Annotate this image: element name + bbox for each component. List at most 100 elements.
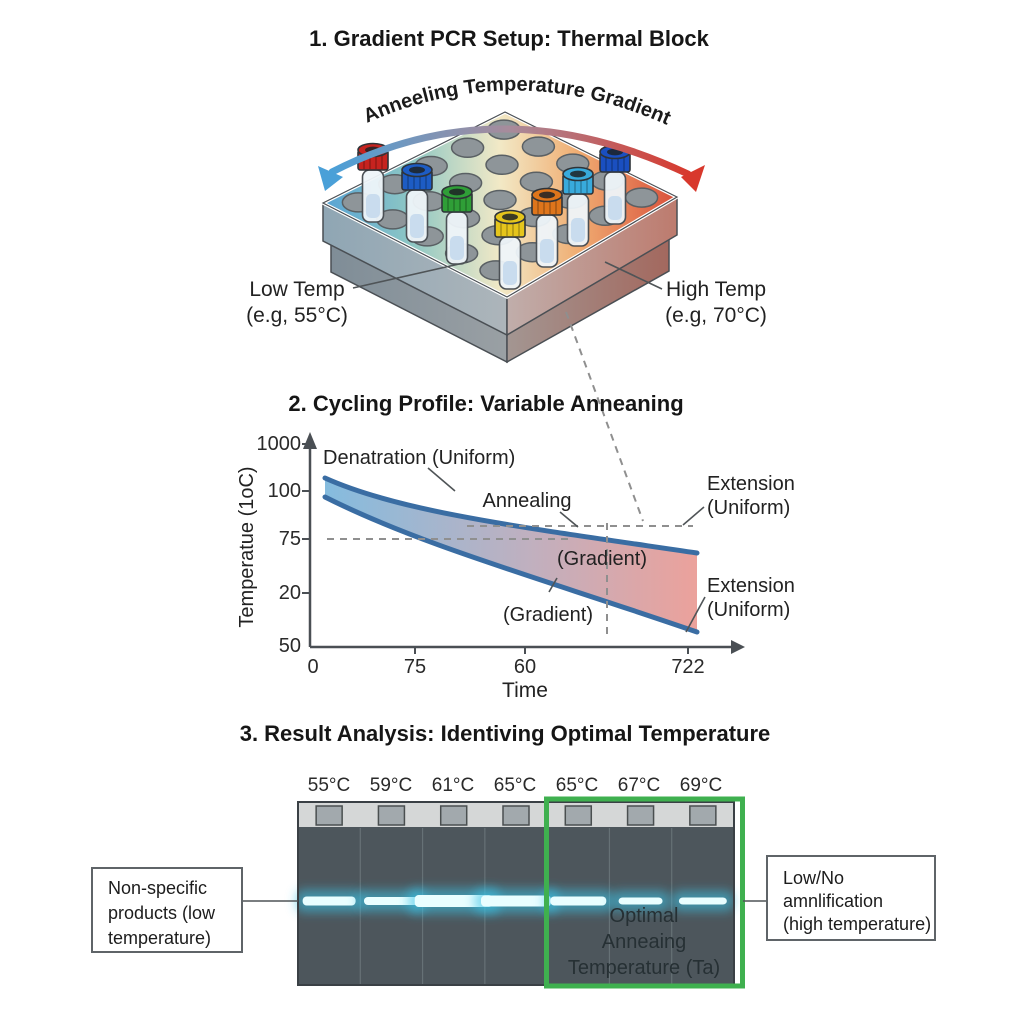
left-callout-box bbox=[91, 867, 243, 953]
annotation-leader-lines bbox=[427, 467, 706, 633]
sample-tube bbox=[494, 209, 526, 290]
gel-border bbox=[297, 801, 735, 986]
extension-bottom-label-line2: (Uniform) bbox=[707, 599, 790, 621]
lane-label-4: 65°C bbox=[494, 775, 536, 796]
gel-band bbox=[302, 896, 356, 906]
high-temp-leader-line bbox=[604, 261, 663, 290]
sample-tube bbox=[357, 142, 389, 223]
gel-band bbox=[550, 896, 607, 906]
tube-cap-opening bbox=[539, 191, 555, 199]
gel-lanes bbox=[295, 805, 734, 984]
block-to-chart-dashed-connector bbox=[565, 311, 644, 522]
right-callout-box bbox=[766, 855, 936, 941]
lane-label-1: 55°C bbox=[308, 775, 350, 796]
y-tick-75: 75 bbox=[279, 528, 301, 550]
left-callout: Non-specific products (low temperature) bbox=[91, 867, 298, 953]
arc-arrowhead-right bbox=[681, 165, 705, 192]
block-well-hole bbox=[624, 187, 659, 208]
right-callout: Low/No amnlification (high temperature) bbox=[743, 855, 936, 941]
gel-well bbox=[439, 805, 468, 826]
right-callout-line2: amnlification bbox=[783, 891, 883, 911]
annealing-label: Annealing bbox=[483, 490, 572, 512]
sample-tube bbox=[562, 166, 594, 247]
axis-tick-marks bbox=[302, 443, 689, 654]
gradient-arc-arrow bbox=[318, 125, 705, 192]
x-axis-arrowhead bbox=[731, 640, 745, 654]
cycling-profile-chart: 1000 100 75 20 50 0 75 60 722 Time Tempe… bbox=[236, 432, 795, 702]
tube-cap-opening bbox=[409, 166, 425, 174]
y-axis-arrowhead bbox=[303, 432, 317, 449]
y-tick-1000: 1000 bbox=[257, 433, 302, 455]
sample-tube bbox=[441, 184, 473, 265]
gel-well bbox=[315, 805, 343, 826]
temperature-band-area bbox=[325, 478, 697, 632]
left-callout-line2: products (low bbox=[108, 903, 216, 923]
lane-label-5: 65°C bbox=[556, 775, 598, 796]
arc-arrow-body bbox=[328, 125, 692, 178]
extension-top-label-line2: (Uniform) bbox=[707, 497, 790, 519]
sample-tube bbox=[531, 187, 563, 268]
low-temp-label-line2: (e.g, 55°C) bbox=[246, 304, 348, 327]
optimal-label-line1: Optimal bbox=[610, 905, 679, 927]
left-callout-line1: Non-specific bbox=[108, 878, 207, 898]
lower-temperature-curve bbox=[322, 494, 700, 635]
tube-liquid bbox=[571, 218, 585, 242]
sample-tube bbox=[599, 144, 631, 225]
gel-band bbox=[678, 897, 727, 905]
gel-band bbox=[481, 895, 551, 907]
left-callout-line3: temperature) bbox=[108, 928, 211, 948]
x-tick-60: 60 bbox=[514, 656, 536, 678]
gel-well bbox=[377, 805, 406, 826]
gel-band bbox=[618, 897, 663, 905]
y-tick-100: 100 bbox=[268, 480, 301, 502]
gel-image: Optimal Anneaing Temperature (Ta) bbox=[295, 796, 745, 989]
tube-liquid bbox=[410, 214, 424, 238]
optimal-label-line2: Anneaing bbox=[602, 931, 687, 953]
low-temp-label-line1: Low Temp bbox=[249, 278, 344, 301]
lane-label-3: 61°C bbox=[432, 775, 474, 796]
block-well-hole bbox=[521, 136, 556, 157]
high-temp-label-line1: High Temp bbox=[666, 278, 766, 301]
optimal-region-green-outline bbox=[544, 796, 745, 989]
right-callout-line1: Low/No bbox=[783, 868, 844, 888]
tube-liquid bbox=[540, 239, 554, 263]
gradient-mid-label: (Gradient) bbox=[557, 548, 647, 570]
lane-temperature-labels: 55°C 59°C 61°C 65°C 65°C 67°C 69°C bbox=[308, 775, 722, 796]
arc-arrowhead-left bbox=[318, 166, 343, 191]
optimal-label-line3: Temperature (Ta) bbox=[568, 957, 720, 979]
lane-label-7: 69°C bbox=[680, 775, 722, 796]
x-tick-75: 75 bbox=[404, 656, 426, 678]
block-well-hole bbox=[485, 154, 519, 176]
lane-label-2: 59°C bbox=[370, 775, 412, 796]
lane-label-6: 67°C bbox=[618, 775, 660, 796]
denaturation-label: Denatration (Uniform) bbox=[323, 447, 515, 469]
gel-well bbox=[564, 805, 593, 826]
extension-bottom-label-line1: Extension bbox=[707, 575, 795, 597]
gel-well bbox=[689, 805, 717, 826]
x-tick-722: 722 bbox=[671, 656, 704, 678]
x-tick-0: 0 bbox=[307, 656, 318, 678]
tube-cap-opening bbox=[502, 213, 518, 221]
gel-well bbox=[502, 805, 530, 826]
y-axis-title: Temperatue (1oC) bbox=[236, 466, 258, 627]
tube-liquid bbox=[503, 261, 517, 285]
sample-tubes bbox=[357, 142, 631, 290]
gel-band bbox=[414, 895, 493, 907]
section3-title: 3. Result Analysis: Identiving Optimal T… bbox=[240, 721, 771, 746]
upper-temperature-curve bbox=[322, 475, 700, 556]
tube-liquid bbox=[608, 196, 622, 220]
extension-top-label-line1: Extension bbox=[707, 473, 795, 495]
y-tick-20: 20 bbox=[279, 582, 301, 604]
block-well-hole bbox=[483, 189, 517, 211]
section2-title: 2. Cycling Profile: Variable Anneaning bbox=[288, 391, 683, 416]
high-temp-label-line2: (e.g, 70°C) bbox=[665, 304, 767, 327]
gel-well bbox=[626, 805, 655, 826]
tube-liquid bbox=[366, 194, 380, 218]
y-tick-50: 50 bbox=[279, 635, 301, 657]
low-temp-leader-line bbox=[352, 261, 469, 289]
tube-cap-opening bbox=[449, 188, 465, 196]
block-well-hole bbox=[450, 137, 485, 159]
thermal-block bbox=[319, 110, 681, 364]
